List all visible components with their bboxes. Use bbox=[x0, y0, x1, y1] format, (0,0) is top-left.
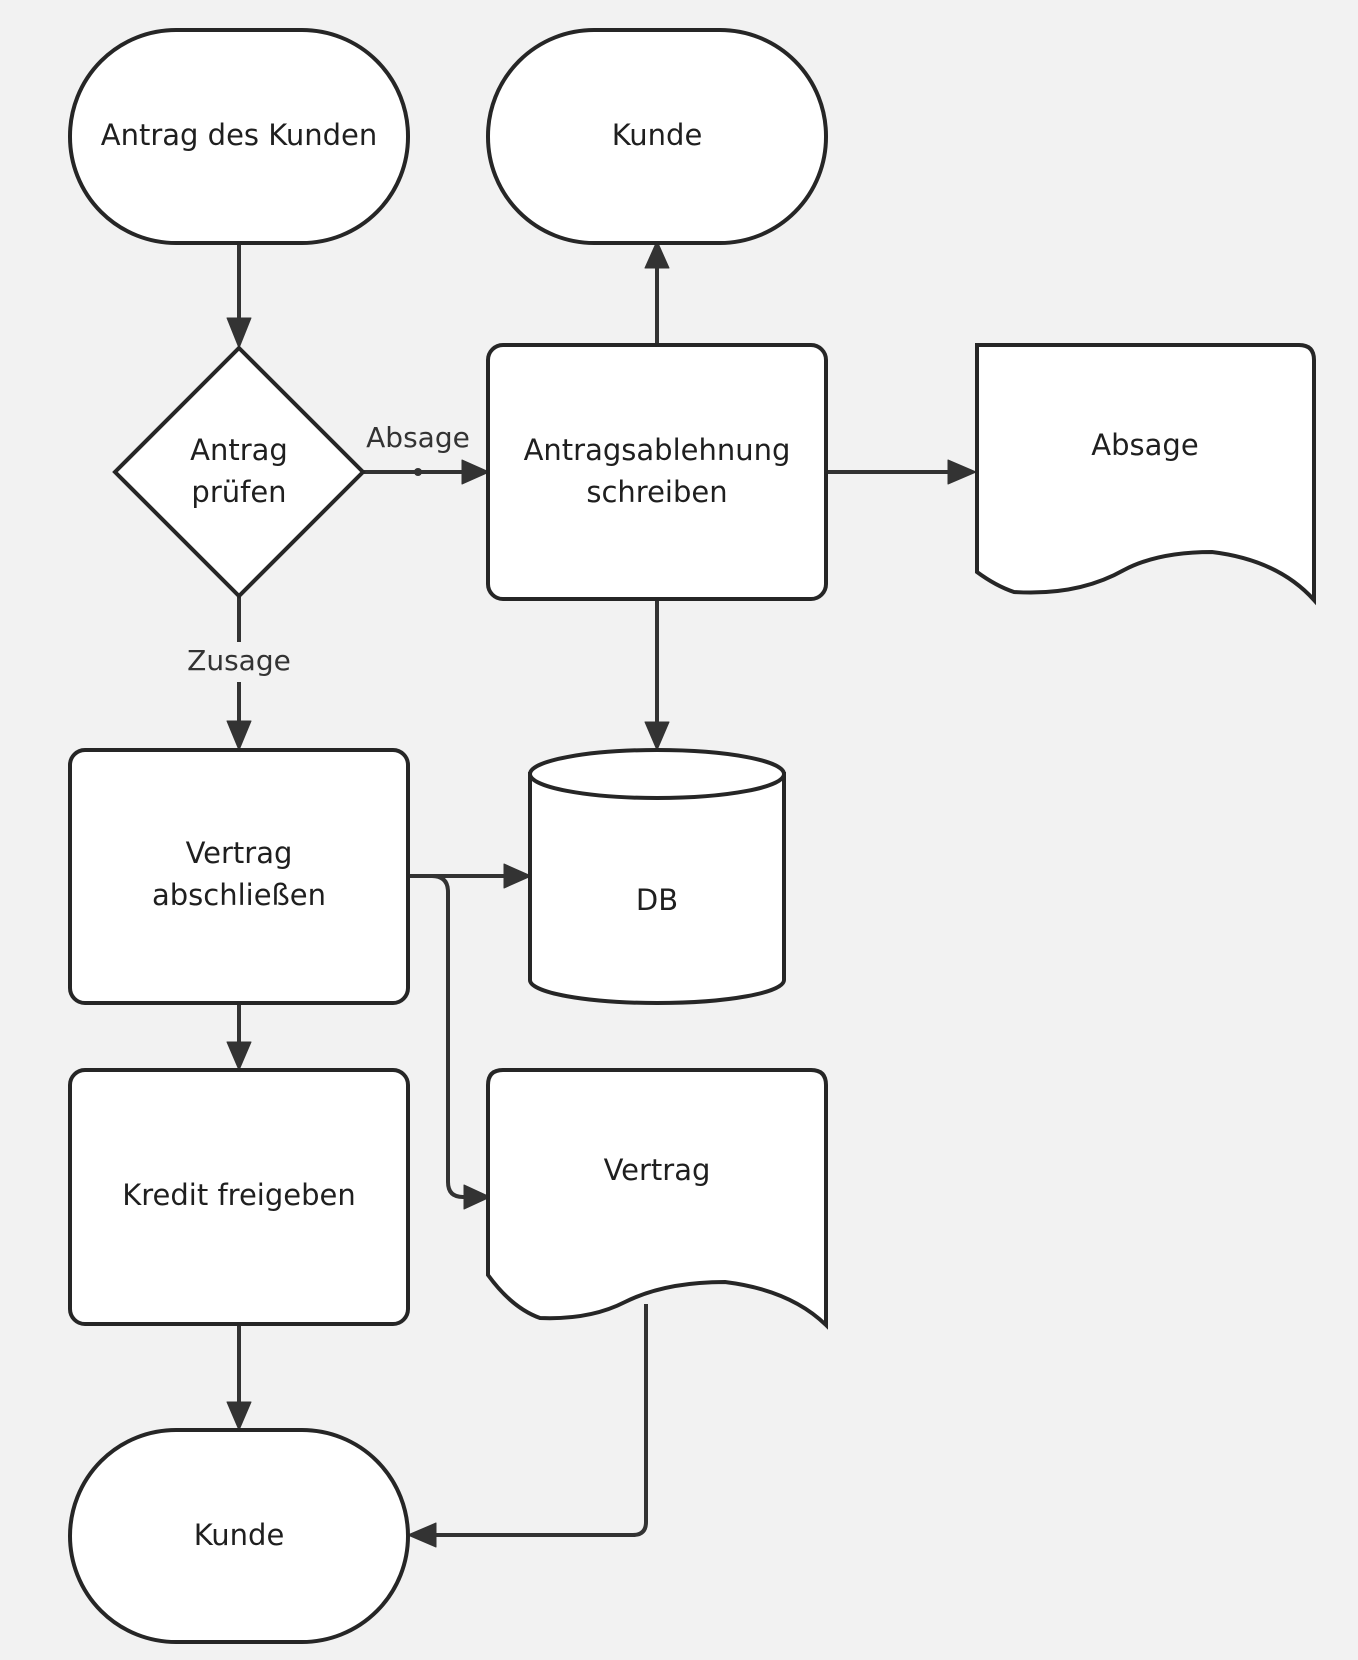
edge-rejection-to-absage-document bbox=[826, 459, 977, 485]
customer-terminal-top-shape[interactable] bbox=[486, 28, 828, 245]
decision-label-line1: Antrag bbox=[190, 433, 288, 467]
edge-contract-to-contract-document bbox=[431, 874, 491, 1210]
database-cylinder-shape[interactable] bbox=[528, 748, 786, 1005]
database-label: DB bbox=[636, 883, 678, 917]
start-terminal-shape[interactable] bbox=[68, 28, 410, 245]
rejection-process-label-line2: schreiben bbox=[586, 475, 727, 509]
edge-start-to-decision bbox=[226, 243, 252, 349]
rejection-process-label-line1: Antragsablehnung bbox=[524, 433, 791, 467]
edge-waypoint-dot bbox=[414, 468, 422, 476]
contract-process-shape[interactable] bbox=[68, 748, 410, 1005]
labels: Antrag des Kunden Kunde Antrag prüfen An… bbox=[101, 118, 1199, 1552]
edge-contract-to-release bbox=[226, 1002, 252, 1071]
customer-terminal-bottom-shape[interactable] bbox=[68, 1428, 410, 1644]
edge-decision-to-rejection bbox=[363, 459, 490, 485]
edge-label-zusage: Zusage bbox=[187, 644, 291, 677]
connectors bbox=[226, 240, 977, 1548]
contract-process-label-line2: abschließen bbox=[152, 878, 326, 912]
customer-terminal-bottom-label: Kunde bbox=[194, 1518, 285, 1552]
edge-contract-to-database bbox=[409, 863, 532, 889]
contract-document-shape[interactable] bbox=[486, 1068, 828, 1330]
absage-document-shape[interactable] bbox=[975, 343, 1316, 606]
edge-label-absage: Absage bbox=[366, 421, 470, 454]
decision-label-line2: prüfen bbox=[191, 475, 286, 509]
edge-release-to-customer-bottom bbox=[226, 1324, 252, 1431]
edge-rejection-to-customer-top bbox=[644, 240, 670, 344]
rejection-process-shape[interactable] bbox=[486, 343, 828, 601]
edge-decision-to-contract bbox=[226, 597, 252, 751]
customer-terminal-top-label: Kunde bbox=[612, 118, 703, 152]
contract-document-label: Vertrag bbox=[604, 1153, 711, 1187]
start-terminal-label: Antrag des Kunden bbox=[101, 118, 377, 152]
absage-document-label: Absage bbox=[1091, 428, 1198, 462]
decision-diamond-shape[interactable] bbox=[112, 345, 366, 599]
release-process-label: Kredit freigeben bbox=[122, 1178, 355, 1212]
shapes bbox=[68, 28, 1316, 1644]
contract-process-label-line1: Vertrag bbox=[186, 836, 293, 870]
edge-contract-document-to-customer-bottom bbox=[407, 1304, 648, 1548]
release-process-shape[interactable] bbox=[68, 1068, 410, 1326]
edge-rejection-to-database bbox=[644, 599, 670, 751]
